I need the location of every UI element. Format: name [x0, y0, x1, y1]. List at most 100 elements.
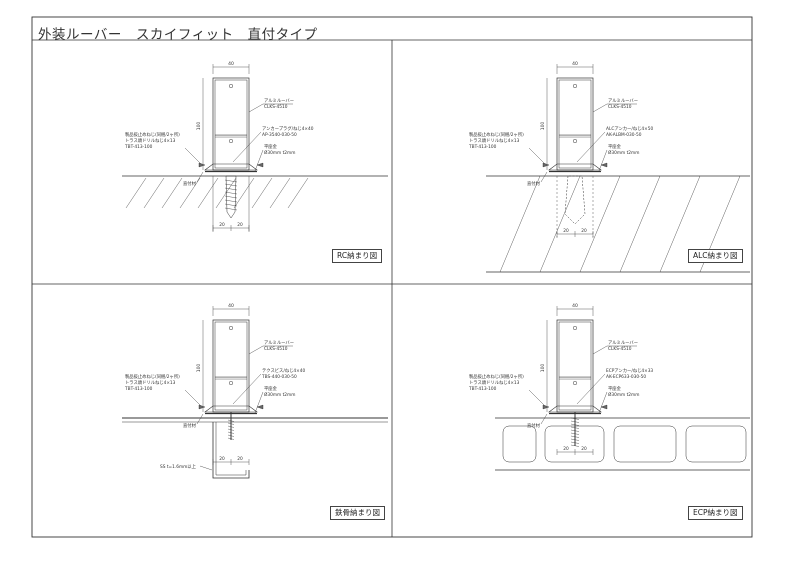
alc-detail-tag: ALC納まり図 [688, 249, 743, 263]
leader-louver [248, 345, 264, 355]
fixing-bracket [548, 405, 602, 413]
label-screw-type: トラス頭ドリルねじ4×13 [469, 380, 520, 386]
label-anchor-name: テクスビス/ねじ4×40 [262, 367, 305, 374]
dim-height-value: 100 [540, 364, 546, 373]
label-anchor-name: アンカープラグ/ねじ4×40 [262, 125, 314, 132]
louver-outer-wall [212, 319, 250, 413]
alc-panel-hatch [539, 175, 581, 273]
rc-anchor-plug [225, 175, 237, 219]
rc-anchor-ridge [224, 207, 238, 211]
retaining-screw [198, 404, 206, 410]
label-louver-name: アルミルーバー [264, 98, 294, 104]
leader-washer [598, 149, 608, 172]
label-washer-spec: Ø30mm t2mm [264, 149, 295, 156]
alc-panel-hatch [499, 175, 541, 273]
louver-inner-wall [214, 79, 248, 169]
rc-slab-hatch [143, 177, 165, 209]
steel-screw-thread [227, 437, 235, 440]
ecp-anchor-thread [570, 444, 580, 447]
alc-detail: 40100アルミルーバーCLKS-4510ALCアンカー/ねじ4×50AK-AL… [468, 61, 750, 273]
dim-base-left: 20 [563, 446, 569, 452]
label-screw-type: トラス頭ドリルねじ4×13 [125, 138, 176, 144]
ecp-hollow-core [685, 425, 747, 463]
rc-slab-hatch [287, 177, 309, 209]
rc-anchor-ridge [224, 191, 238, 195]
label-louver-name: アルミルーバー [608, 340, 638, 346]
label-anchor-code: TBS-440-030-50 [261, 374, 297, 380]
label-screw-code: TBT-413-100 [124, 144, 153, 150]
leader-anchor [576, 131, 606, 163]
ecp-anchor-thread [570, 432, 580, 435]
rc-anchor-ridge [224, 203, 238, 207]
label-screw-note: 製品抜止めねじ(同梱/2ヶ所) [125, 131, 180, 138]
rc-slab-hatch [251, 177, 273, 209]
alc-panel-hatch [659, 175, 701, 273]
leader-fixing [540, 171, 548, 183]
retaining-screw [198, 162, 206, 168]
rc-anchor-ridge [224, 199, 238, 203]
louver-inner-wall [214, 321, 248, 411]
louver-screw-boss [228, 138, 234, 144]
label-screw-code: TBT-413-100 [468, 386, 497, 392]
steel-channel [212, 422, 250, 479]
ecp-anchor-thread [570, 423, 580, 426]
leader-louver [592, 103, 608, 113]
leader-fixing [196, 413, 204, 425]
label-fixing-member: 直付材 [183, 422, 197, 429]
leader-louver [592, 345, 608, 355]
steel-screw-thread [227, 434, 235, 437]
ecp-hollow-core [613, 425, 677, 463]
rc-anchor-ridge [224, 187, 238, 191]
leader-washer [598, 391, 608, 414]
rc-slab-hatch [233, 177, 255, 209]
louver-screw-boss [228, 83, 234, 89]
alc-anchor [564, 175, 586, 225]
leader-steel-thickness [199, 465, 213, 471]
label-anchor-code: AK-ALBM-030-50 [606, 132, 642, 138]
rc-slab-hatch [215, 177, 237, 209]
dim-base-right: 20 [581, 446, 587, 452]
retaining-screw [256, 404, 264, 410]
ecp-anchor-thread [570, 441, 580, 444]
ecp-anchor-thread [570, 438, 580, 441]
dim-height-value: 100 [196, 364, 202, 373]
steel-screw-thread [227, 431, 235, 434]
label-louver-code: CLKS-4510 [264, 346, 288, 352]
label-louver-name: アルミルーバー [264, 340, 294, 346]
rc-slab-hatch [197, 177, 219, 209]
dim-base-right: 20 [581, 228, 587, 234]
rc-anchor-ridge [224, 183, 238, 187]
retaining-screw [256, 162, 264, 168]
fixing-bracket [204, 405, 258, 413]
rc-anchor-ridge [224, 179, 238, 183]
dim-base-right: 20 [237, 456, 243, 462]
steel-channel-inner [215, 422, 247, 476]
retaining-screw [600, 404, 608, 410]
leader-louver [248, 103, 264, 113]
label-washer-spec: Ø30mm t2mm [608, 391, 639, 398]
ecp-anchor-thread [570, 420, 580, 423]
leader-fixing [540, 413, 548, 425]
steel-detail: 40100アルミルーバーCLKS-4510テクスビス/ねじ4×40TBS-440… [122, 303, 388, 479]
label-washer-name: 平座金 [608, 143, 622, 150]
rc-detail-tag: RC納まり図 [332, 249, 383, 263]
label-screw-note: 製品抜止めねじ(同梱/2ヶ所) [469, 131, 524, 138]
label-screw-code: TBT-413-100 [124, 386, 153, 392]
ecp-anchor-thread [570, 426, 580, 429]
label-screw-note: 製品抜止めねじ(同梱/2ヶ所) [469, 373, 524, 380]
label-fixing-member: 直付材 [527, 422, 541, 429]
fixing-bracket [204, 163, 258, 171]
rc-anchor-ridge [224, 195, 238, 199]
label-anchor-name: ALCアンカー/ねじ4×50 [606, 126, 653, 132]
louver-screw-boss [228, 380, 234, 386]
retaining-screw [542, 162, 550, 168]
louver-inner-wall [558, 79, 592, 169]
louver-outer-wall [212, 77, 250, 171]
label-anchor-name: ECPアンカー/ねじ4×33 [606, 368, 653, 374]
rc-detail: 40100アルミルーバーCLKS-4510アンカープラグ/ねじ4×40AP-35… [122, 61, 388, 232]
ecp-anchor-thread [570, 429, 580, 432]
label-washer-name: 平座金 [264, 143, 278, 150]
label-screw-code: TBT-413-100 [468, 144, 497, 150]
rc-slab-hatch [125, 177, 147, 209]
label-washer-spec: Ø30mm t2mm [264, 391, 295, 398]
